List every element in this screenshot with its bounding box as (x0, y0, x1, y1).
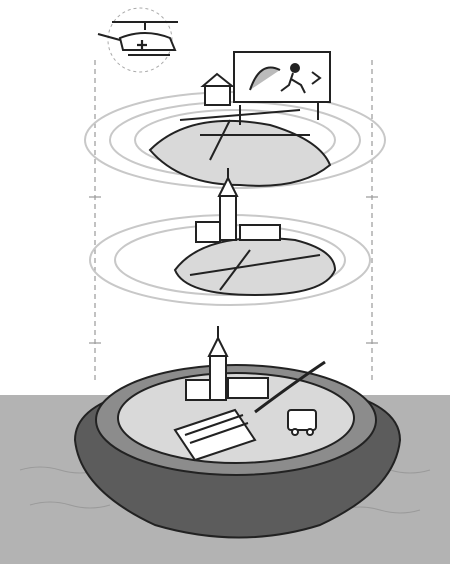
helicopter-icon (98, 8, 178, 72)
tier-middle (90, 168, 370, 305)
house-icon (203, 74, 232, 105)
ground-middle (175, 238, 335, 295)
tier-bottom (75, 326, 400, 538)
ground-top (150, 121, 330, 186)
tier-top (85, 52, 385, 188)
church-icon (186, 326, 268, 400)
